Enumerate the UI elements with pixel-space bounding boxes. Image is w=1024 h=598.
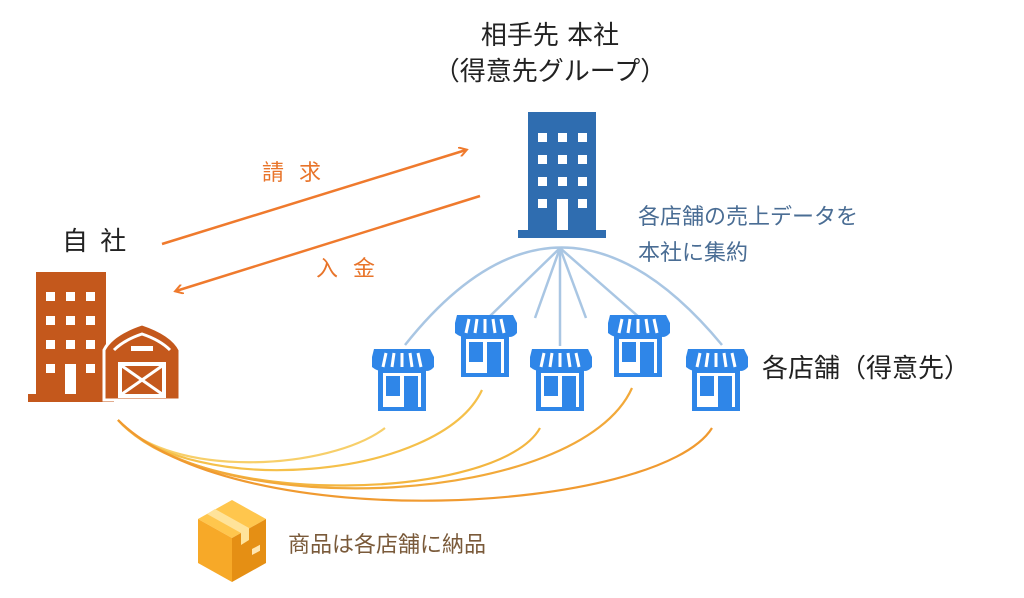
billing-arrow [161,150,466,246]
aggregation-text-line1: 各店舗の売上データを [638,205,859,230]
delivery-line-1 [117,419,386,464]
store-icon [530,349,592,411]
delivery-lines [117,387,713,502]
aggregation-spoke-5 [558,247,588,319]
payment-arrow [176,194,481,291]
aggregation-text-line2: 本社に集約 [638,241,749,266]
store-icon [372,349,434,411]
payment-label: 入 金 [316,257,379,282]
box-icon [198,500,266,582]
store-icon [608,315,670,377]
store-icon [455,315,517,377]
store-icon [686,349,748,411]
aggregation-spoke-6 [559,247,641,319]
aggregation-spoke-2 [487,247,561,319]
barn-icon [102,322,182,402]
stores-label: 各店舗（得意先） [762,354,971,384]
hq-building-icon [518,112,606,238]
own-company-label: 自 社 [62,227,129,257]
aggregation-lines [404,246,723,346]
hq-subtitle: （得意先グループ） [433,57,667,87]
billing-label: 請 求 [262,161,325,186]
hq-title: 相手先 本社 [480,21,620,51]
aggregation-spoke-3 [533,247,562,319]
delivery-label: 商品は各店舗に納品 [288,533,487,558]
aggregation-arc [404,246,723,346]
own-building-icon [28,272,114,402]
store-icons [372,315,748,411]
delivery-line-5 [117,419,713,502]
